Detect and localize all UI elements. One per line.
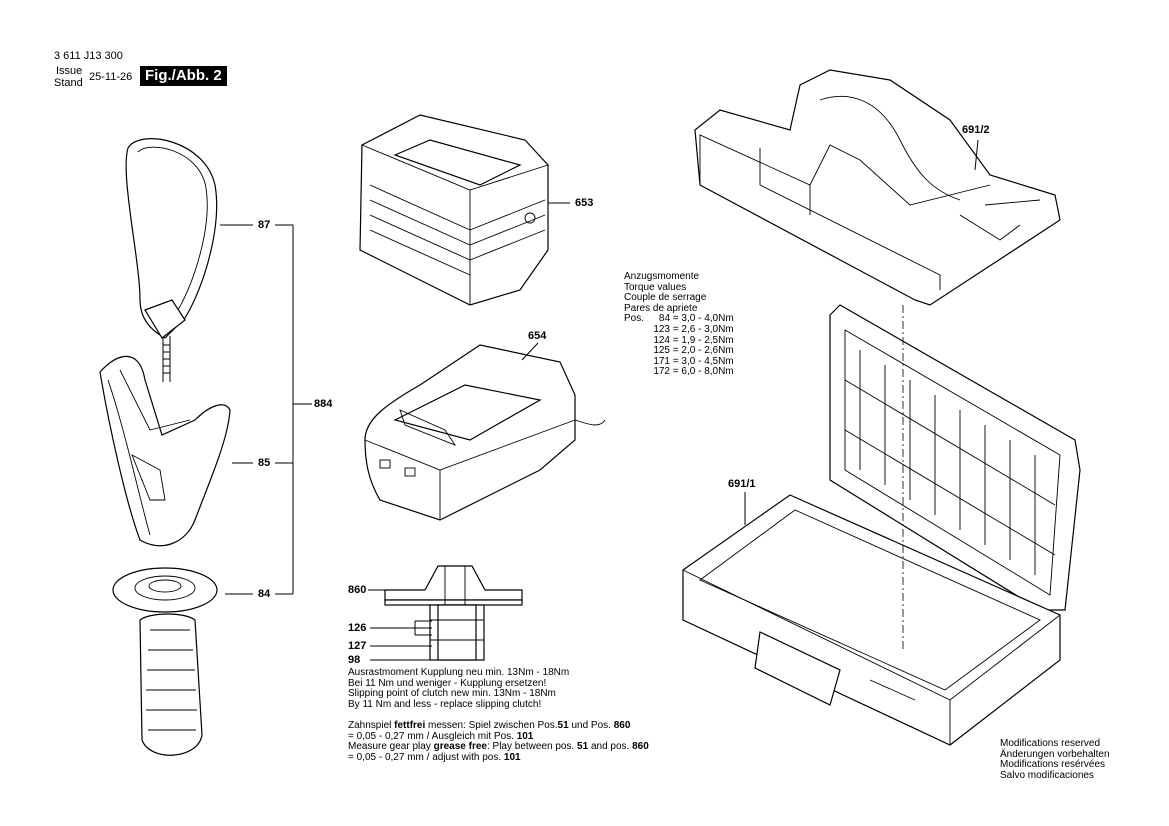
torque-pos: 172 bbox=[653, 366, 670, 378]
gear-note-en-1: Measure gear play grease free: Play betw… bbox=[348, 741, 649, 753]
handle-84 bbox=[112, 567, 218, 756]
torque-title-fr: Couple de serrage bbox=[624, 292, 707, 304]
charger-654 bbox=[364, 344, 606, 521]
torque-pos: 171 bbox=[653, 355, 670, 367]
label-884: 884 bbox=[314, 398, 333, 410]
text-bold: 101 bbox=[516, 730, 534, 742]
label-691-1: 691/1 bbox=[728, 478, 756, 490]
footer-es: Salvo modificaciones bbox=[1000, 769, 1094, 781]
torque-range: = 3,0 - 4,0Nm bbox=[672, 313, 734, 325]
text: : Play between pos. bbox=[486, 741, 578, 753]
clutch-note-de-2: Bei 11 Nm und weniger - Kupplung ersetze… bbox=[348, 677, 547, 689]
leader-lines-left bbox=[220, 224, 312, 595]
gear-note-de-1: Zahnspiel fettfrei messen: Spiel zwische… bbox=[348, 720, 649, 732]
gear-note-de-2: = 0,05 - 0,27 mm / Ausgleich mit Pos. 10… bbox=[348, 730, 649, 743]
torque-pos-label: Pos. bbox=[624, 313, 645, 325]
torque-row: 171 = 3,0 - 4,5Nm bbox=[624, 355, 734, 368]
label-98: 98 bbox=[348, 654, 361, 666]
torque-pos: 125 bbox=[653, 345, 670, 357]
label-654: 654 bbox=[528, 330, 547, 342]
label-87: 87 bbox=[258, 219, 271, 231]
footer-de: Änderungen vorbehalten bbox=[1000, 748, 1110, 760]
stand-label: Stand bbox=[54, 77, 83, 89]
torque-range: = 1,9 - 2,5Nm bbox=[672, 334, 734, 346]
issue-label: Issue bbox=[56, 65, 83, 77]
clutch-note-en-2: By 11 Nm and less - replace slipping clu… bbox=[348, 698, 542, 710]
torque-block: Anzugsmomente Torque values Couple de se… bbox=[624, 271, 734, 378]
battery-653 bbox=[359, 114, 549, 306]
text: und Pos. bbox=[568, 720, 614, 731]
torque-title-en: Torque values bbox=[624, 281, 687, 293]
footer-fr: Modifications resérvées bbox=[1000, 759, 1106, 771]
torque-title-es: Pares de apriete bbox=[624, 302, 698, 314]
text-bold: 51 bbox=[577, 741, 589, 753]
gear-notes: Zahnspiel fettfrei messen: Spiel zwische… bbox=[348, 720, 649, 764]
text-bold: 860 bbox=[613, 720, 631, 731]
strap-87 bbox=[125, 138, 218, 382]
label-127: 127 bbox=[348, 640, 367, 652]
label-126: 126 bbox=[348, 622, 367, 634]
clutch-section bbox=[368, 565, 523, 661]
text-bold: 51 bbox=[557, 720, 569, 731]
label-860: 860 bbox=[348, 584, 367, 596]
torque-range: = 2,0 - 2,6Nm bbox=[672, 345, 734, 357]
footer-en: Modifications reserved bbox=[1000, 738, 1101, 749]
text: and pos. bbox=[588, 741, 633, 753]
text-bold: 860 bbox=[632, 741, 649, 753]
label-84: 84 bbox=[258, 588, 271, 600]
clutch-note-de-1: Ausrastmoment Kupplung neu min. 13Nm - 1… bbox=[348, 667, 570, 678]
text: = 0,05 - 0,27 mm / adjust with pos. bbox=[348, 751, 504, 763]
label-691-2: 691/2 bbox=[962, 124, 990, 136]
label-653: 653 bbox=[575, 197, 594, 209]
text: messen: Spiel zwischen Pos. bbox=[425, 720, 558, 731]
inlay-691-2 bbox=[694, 69, 1061, 306]
case-691-1 bbox=[682, 304, 1081, 746]
torque-row: 172 = 6,0 - 8,0Nm bbox=[624, 367, 734, 378]
torque-pos: 123 bbox=[653, 323, 670, 335]
gear-note-en-2: = 0,05 - 0,27 mm / adjust with pos. 101 bbox=[348, 751, 649, 764]
part-number: 3 611 J13 300 bbox=[54, 50, 123, 62]
torque-row: 125 = 2,0 - 2,6Nm bbox=[624, 345, 734, 357]
clutch-notes: Ausrastmoment Kupplung neu min. 13Nm - 1… bbox=[348, 667, 570, 710]
torque-range: = 3,0 - 4,5Nm bbox=[672, 355, 734, 367]
text: = 0,05 - 0,27 mm / Ausgleich mit Pos. bbox=[348, 730, 517, 742]
figure-badge: Fig./Abb. 2 bbox=[140, 66, 227, 86]
torque-pos: 124 bbox=[653, 334, 670, 346]
torque-row: 123 = 2,6 - 3,0Nm bbox=[624, 323, 734, 336]
saddle-85 bbox=[99, 355, 231, 547]
torque-range: = 6,0 - 8,0Nm bbox=[672, 366, 734, 378]
text: Measure gear play bbox=[348, 741, 434, 753]
text: Zahnspiel bbox=[348, 720, 395, 731]
clutch-note-en-1: Slipping point of clutch new min. 13Nm -… bbox=[348, 688, 556, 700]
footer-notice: Modifications reserved Änderungen vorbeh… bbox=[1000, 738, 1110, 781]
text-bold: fettfrei bbox=[394, 720, 426, 731]
label-85: 85 bbox=[258, 457, 271, 469]
text-bold: grease free bbox=[433, 741, 487, 753]
issue-date: 25-11-26 bbox=[89, 71, 133, 83]
torque-row: Pos. 84 = 3,0 - 4,0Nm bbox=[624, 314, 734, 325]
torque-pos: 84 bbox=[658, 313, 671, 325]
text-bold: 101 bbox=[503, 751, 521, 763]
torque-range: = 2,6 - 3,0Nm bbox=[672, 323, 734, 335]
torque-row: 124 = 1,9 - 2,5Nm bbox=[624, 334, 734, 347]
torque-title-de: Anzugsmomente bbox=[624, 271, 700, 282]
